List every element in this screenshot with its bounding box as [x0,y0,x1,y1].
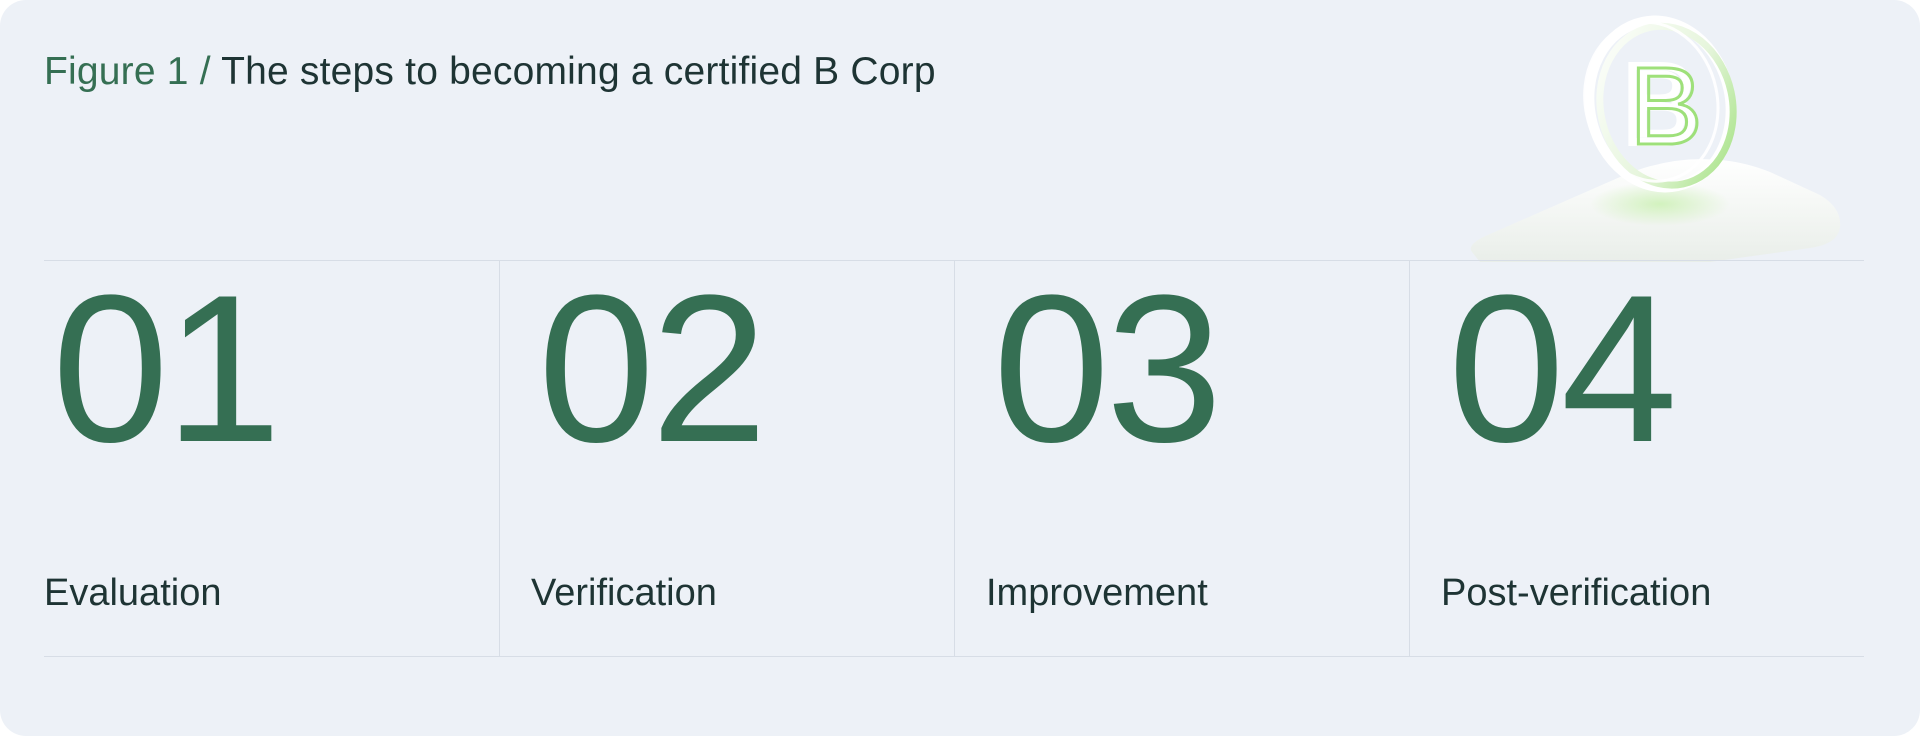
b-corp-badge-icon: B B [1470,15,1841,262]
figure-separator: / [188,50,222,93]
top-divider [44,260,1864,261]
bottom-divider [44,656,1864,657]
badge-letter-accent: B [1629,45,1702,168]
step-number: 02 [538,251,768,486]
steps-row: 01 Evaluation 02 Verification 03 Improve… [44,261,1864,656]
badge-letter: B [1623,43,1696,166]
step-number: 03 [993,251,1223,486]
step-label: Improvement [986,572,1208,614]
step-number: 01 [52,251,282,486]
figure-number: Figure 1 [44,50,189,93]
step-number: 04 [1448,251,1678,486]
step-verification: 02 Verification [499,261,954,656]
step-post-verification: 04 Post-verification [1409,261,1864,656]
step-label: Evaluation [44,572,222,614]
step-label: Post-verification [1441,572,1712,614]
figure-title: Figure 1 / The steps to becoming a certi… [44,44,936,100]
step-improvement: 03 Improvement [954,261,1409,656]
figure-title-text: The steps to becoming a certified B Corp [221,50,936,93]
step-label: Verification [531,572,717,614]
step-evaluation: 01 Evaluation [44,261,499,656]
